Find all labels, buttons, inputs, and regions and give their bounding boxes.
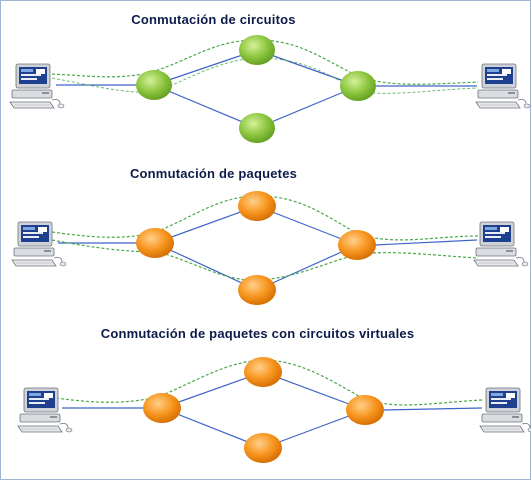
router-node [239,35,275,65]
router-node [340,71,376,101]
computer-icon [473,221,529,267]
section-packet-switching [11,191,529,305]
computer-icon [475,63,531,109]
links-section-2 [58,205,478,291]
title-packet-switching: Conmutación de paquetes [129,166,298,181]
computer-icon [9,63,65,109]
packet-path [51,239,479,281]
router-node [239,113,275,143]
links-section-1 [56,49,477,129]
router-node [244,433,282,463]
computer-icon [17,387,73,433]
router-node [143,393,181,423]
section-virtual-circuits [17,357,531,463]
router-node [238,275,276,305]
computer-icon [11,221,67,267]
section-circuit-switching [9,35,531,143]
title-circuit-switching: Conmutación de circuitos [131,12,296,27]
router-node [346,395,384,425]
router-node [136,70,172,100]
packet-path [51,195,479,241]
router-node [244,357,282,387]
title-virtual-circuit-switching: Conmutación de paquetes con circuitos vi… [100,326,415,341]
virtual-circuit-path [55,359,483,406]
router-node [338,230,376,260]
router-node [136,228,174,258]
router-node [238,191,276,221]
computer-icon [479,387,531,433]
